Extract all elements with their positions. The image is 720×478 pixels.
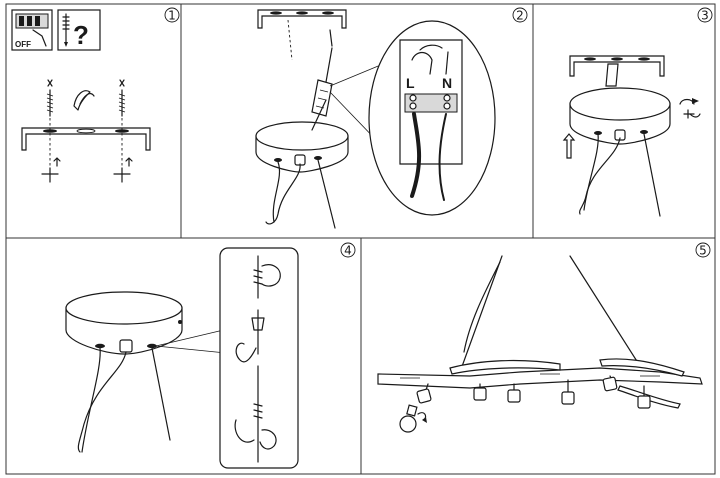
svg-text:2: 2: [516, 9, 524, 23]
wall-plug-icon: [73, 90, 95, 111]
cable-grip-detail: [219, 247, 299, 469]
svg-text:3: 3: [701, 9, 709, 23]
svg-text:?: ?: [73, 20, 89, 50]
driftwood-branch: [377, 358, 703, 409]
screw-anchor-right-icon: [118, 79, 126, 117]
svg-text:4: 4: [344, 244, 352, 258]
panel-step-5: [360, 237, 716, 475]
screw-left-icon: [41, 157, 61, 183]
wiring-detail-zoom: L N: [368, 20, 496, 216]
screw-right-icon: [113, 157, 133, 183]
ceiling-bracket: [257, 9, 347, 29]
panel-step-4: [5, 237, 362, 475]
hanging-cables: [459, 255, 641, 373]
step-number-2: 2: [512, 7, 528, 23]
screw-anchor-left-icon: [46, 79, 54, 117]
light-bulb-icon: [399, 404, 427, 433]
ceiling-canopy-step4: [65, 291, 183, 355]
terminal-live-label: L: [406, 75, 415, 91]
step-number-4: 4: [340, 242, 356, 258]
terminal-neutral-label: N: [442, 75, 452, 91]
push-up-arrow-icon: [562, 133, 576, 159]
ceiling-canopy-step3: [569, 87, 671, 145]
ceiling-canopy: [255, 121, 349, 173]
svg-text:OFF: OFF: [15, 40, 31, 49]
svg-text:1: 1: [168, 9, 176, 23]
tools-help-icon: ?: [57, 9, 101, 51]
spot-lamps: [416, 375, 651, 409]
mounting-bracket: [21, 127, 151, 151]
terminal-block: [311, 47, 333, 117]
step-number-5: 5: [695, 242, 711, 258]
power-off-switch-icon: OFF: [11, 9, 53, 51]
ceiling-bracket-step3: [569, 55, 665, 87]
step-number-1: 1: [164, 7, 180, 23]
svg-text:5: 5: [699, 244, 707, 258]
step-number-3: 3: [697, 7, 713, 23]
screw-tighten-icon: [679, 98, 701, 119]
